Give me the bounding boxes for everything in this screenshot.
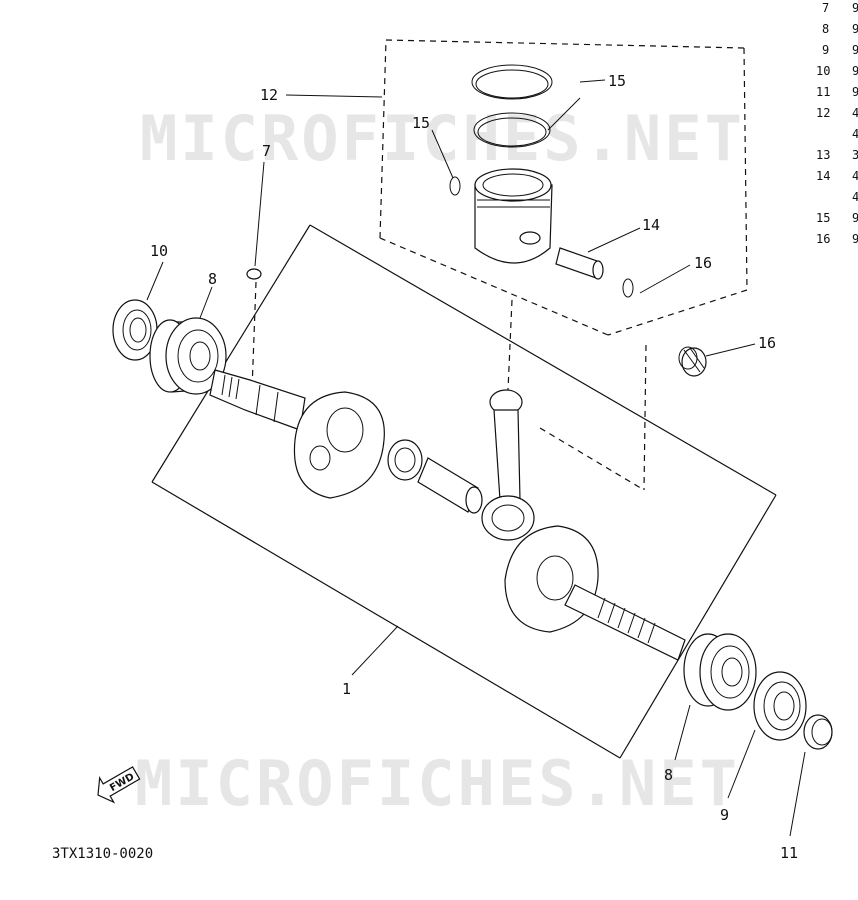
callout-13: 14 (642, 216, 660, 234)
piston (474, 168, 553, 264)
parts-num-14b: 4 (852, 190, 858, 204)
parts-list: 7 9 8 9 9 9 10 9 11 9 12 4 4 13 3 14 4 4… (816, 1, 858, 246)
crankshaft-left-half (209, 369, 385, 499)
bearing-left (149, 317, 227, 395)
crankshaft-right-half (504, 525, 686, 661)
parts-num-8: 9 (852, 22, 858, 36)
parts-num-7: 9 (852, 1, 858, 15)
bearing-alignment-line (643, 344, 647, 491)
watermark-top: MICROFICHES.NET (140, 102, 745, 175)
conrod-alignment-line (507, 299, 513, 391)
parts-num-15: 9 (852, 211, 858, 225)
parts-ref-14: 14 (816, 169, 830, 183)
leader-lines (146, 79, 806, 837)
piston-ring-2 (473, 112, 551, 148)
callout-11: 11 (780, 844, 798, 862)
parts-num-12: 4 (852, 106, 858, 120)
crank-pin (417, 457, 483, 514)
big-end-bearing (387, 439, 423, 481)
collar (803, 714, 833, 750)
bearing-right (683, 633, 757, 711)
woodruff-key (246, 268, 262, 280)
parts-ref-7: 7 (822, 1, 829, 15)
diagram-code: 3TX1310-0020 (52, 846, 153, 862)
callout-10: 10 (150, 242, 168, 260)
parts-ref-13: 13 (816, 148, 830, 162)
watermark-bottom: MICROFICHES.NET (135, 747, 740, 820)
pin-alignment-line (539, 427, 645, 491)
callout-7: 7 (262, 142, 271, 160)
parts-num-9: 9 (852, 43, 858, 57)
piston-ring-1 (471, 64, 553, 100)
parts-ref-11: 11 (816, 85, 830, 99)
callout-14: 15 (608, 72, 626, 90)
piston-kit-frame (379, 39, 748, 336)
callout-1: 1 (342, 680, 351, 698)
small-end-bearing (678, 346, 707, 377)
callout-8-left: 8 (208, 270, 217, 288)
parts-ref-9: 9 (822, 43, 829, 57)
oil-seal-right (753, 671, 807, 741)
key-alignment-line (251, 281, 257, 391)
parts-ref-12: 12 (816, 106, 830, 120)
oil-seal-left (112, 299, 158, 361)
parts-num-11: 9 (852, 85, 858, 99)
callout-16: 16 (758, 334, 776, 352)
circlip-right (622, 278, 634, 298)
callout-15-upper: 15 (412, 114, 430, 132)
crankshaft-frame (151, 224, 777, 759)
callout-15-lower: 16 (694, 254, 712, 272)
parts-num-10: 9 (852, 64, 858, 78)
parts-num-12b: 4 (852, 127, 858, 141)
parts-num-13: 3 (852, 148, 858, 162)
piston-pin (555, 247, 604, 280)
connecting-rod (481, 389, 535, 541)
callout-12: 12 (260, 86, 278, 104)
parts-ref-10: 10 (816, 64, 830, 78)
parts-num-16: 9 (852, 232, 858, 246)
parts-ref-16: 16 (816, 232, 830, 246)
parts-num-14: 4 (852, 169, 858, 183)
circlip-left (449, 176, 461, 196)
parts-ref-8: 8 (822, 22, 829, 36)
callout-9: 9 (720, 806, 729, 824)
callout-8-right: 8 (664, 766, 673, 784)
parts-ref-15: 15 (816, 211, 830, 225)
